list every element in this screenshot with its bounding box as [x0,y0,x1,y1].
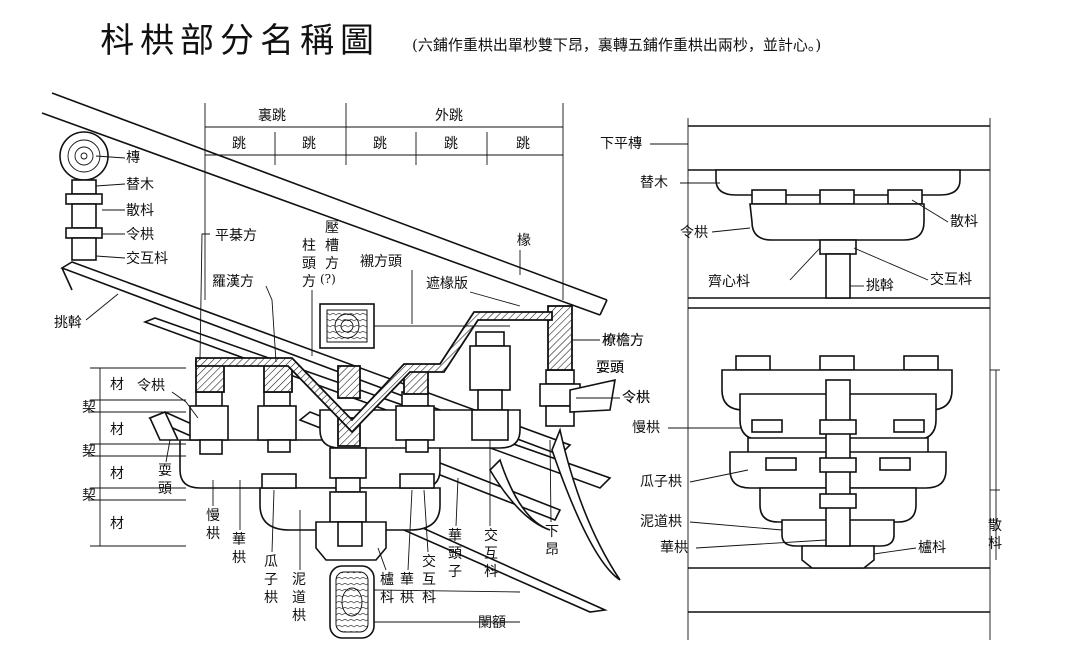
label-timu: 替木 [126,177,154,193]
label-ludou-2: 枓 [380,590,394,606]
elevation-lower-bracket [721,355,953,569]
label-guazigong-1: 瓜 [264,554,278,570]
label-question: (?) [320,272,336,286]
tiao-label-2: 跳 [302,136,316,152]
label-yacaofang-1: 壓 [325,220,339,236]
label-guazigong-r: 瓜子栱 [640,474,682,490]
label-cai-2: 材 [110,422,124,438]
label-nidaogong-1: 泥 [292,572,306,588]
label-linggong-elev: 令栱 [680,225,708,241]
label-chenfangtou: 襯方頭 [360,253,402,270]
cai-qi-scale [90,367,186,547]
label-jiaohudou3-2: 互 [484,546,498,562]
label-mangong-2: 栱 [206,526,220,542]
elevation-dimension [990,369,1000,560]
label-liaoyanfang-r: 橑檐方 [602,332,644,349]
label-yacaofang-2: 槽 [325,238,339,254]
label-huagong2-2: 栱 [400,590,414,606]
elevation-upper-bracket [715,169,961,299]
label-jiaohudou2-1: 交 [422,553,436,570]
label-shuatou-r: 耍頭 [596,360,624,376]
label-ludou-r: 櫨枓 [918,540,946,556]
label-huagong-r: 華栱 [660,540,688,556]
label-shuatou-l-1: 耍 [158,463,172,479]
label-shuatou-l-2: 頭 [158,481,172,497]
label-qi-1: 栔 [82,400,96,416]
label-jiaohudou2-2: 互 [422,572,436,588]
label-huagong-1: 華 [232,532,246,548]
label-jiaohudou3-3: 枓 [484,564,498,580]
label-xiaang-1: 下 [545,524,559,540]
label-sandou-v-1: 散 [988,518,1002,534]
label-zhutoufang-2: 頭 [302,256,316,272]
label-yacaofang-3: 方 [325,256,339,272]
label-lane: 闌額 [478,615,506,631]
purlin-stack-left [59,131,126,261]
label-zheyuanban: 遮椽版 [426,276,468,292]
label-jiaohudou: 交互枓 [126,250,168,267]
label-xiaang-2: 昂 [545,542,559,558]
section-brackets [179,331,581,561]
label-ludou-1: 櫨 [380,572,394,588]
label-zhutoufang-1: 柱 [302,238,316,254]
label-linggong: 令栱 [126,227,154,243]
label-liaoyanfang: 橑檐方 [602,332,644,349]
label-sandou-r: 散枓 [950,214,978,230]
tiao-label-1: 跳 [232,136,246,152]
rafter [41,92,608,316]
label-mangong-r: 慢栱 [632,419,660,436]
label-guazigong-3: 栱 [264,590,278,606]
label-jiaohudou-r: 交互枓 [930,271,972,288]
label-guazigong-2: 子 [264,572,278,588]
label-nidaogong-2: 道 [292,590,306,606]
label-qixindou: 齊心枓 [708,273,750,290]
xiaang-and-shuatou [148,378,621,581]
label-nidaogong-r: 泥道栱 [640,514,682,530]
label-sandou: 散枓 [126,203,154,219]
inner-tiao-label: 裏跳 [258,107,286,124]
label-linggong-l: 令栱 [137,378,165,394]
label-huagong-2: 栱 [232,550,246,566]
label-qi-3: 栔 [82,488,96,504]
label-huatouzi-1: 華 [448,528,462,544]
label-linggong-r: 令栱 [622,390,650,406]
label-xiapingtuan: 下平槫 [600,136,642,152]
page-subtitle: (六鋪作重栱出單杪雙下昂，裏轉五鋪作重栱出兩杪，並計心。) [412,36,821,54]
label-qi-2: 栔 [82,444,96,460]
label-tiaowo: 挑斡 [54,315,82,331]
bottom-column [329,565,521,639]
label-huatouzi-3: 子 [448,564,462,580]
tiao-label-4: 跳 [444,136,458,152]
tiao-label-3: 跳 [373,136,387,152]
chenfangtou-block [319,303,510,349]
label-zhutoufang-3: 方 [302,274,316,290]
label-jiaohudou2-3: 枓 [422,590,436,606]
label-linggong2-r: 令栱 [622,390,650,406]
page-title: 枓栱部分名稱圖 [100,21,380,61]
tiao-label-5: 跳 [516,136,530,152]
label-jiaohudou3-1: 交 [484,527,498,544]
label-tiaowo-r: 挑斡 [866,278,894,294]
label-mangong-1: 慢 [206,507,220,524]
label-huatouzi-2: 頭 [448,546,462,562]
label-tuan: 槫 [126,150,140,166]
label-huagong2-1: 華 [400,572,414,588]
label-nidaogong-3: 栱 [292,608,306,624]
outer-tiao-label: 外跳 [435,108,463,124]
label-shuatou: 耍頭 [596,360,624,376]
label-chuan: 椽 [517,233,531,249]
label-sandou-v-2: 枓 [988,536,1002,552]
dimension-strip: 裏跳 外跳 跳 跳 跳 跳 跳 [204,103,564,300]
label-cai-1: 材 [110,377,124,393]
label-pingqifang: 平棊方 [215,228,257,244]
label-luohanfang: 羅漢方 [212,274,254,290]
tiaowo-lever [60,261,572,456]
label-timu-r: 替木 [640,175,668,191]
label-cai-4: 材 [110,516,124,532]
hatched-fang [195,305,573,447]
label-cai-3: 材 [110,466,124,482]
